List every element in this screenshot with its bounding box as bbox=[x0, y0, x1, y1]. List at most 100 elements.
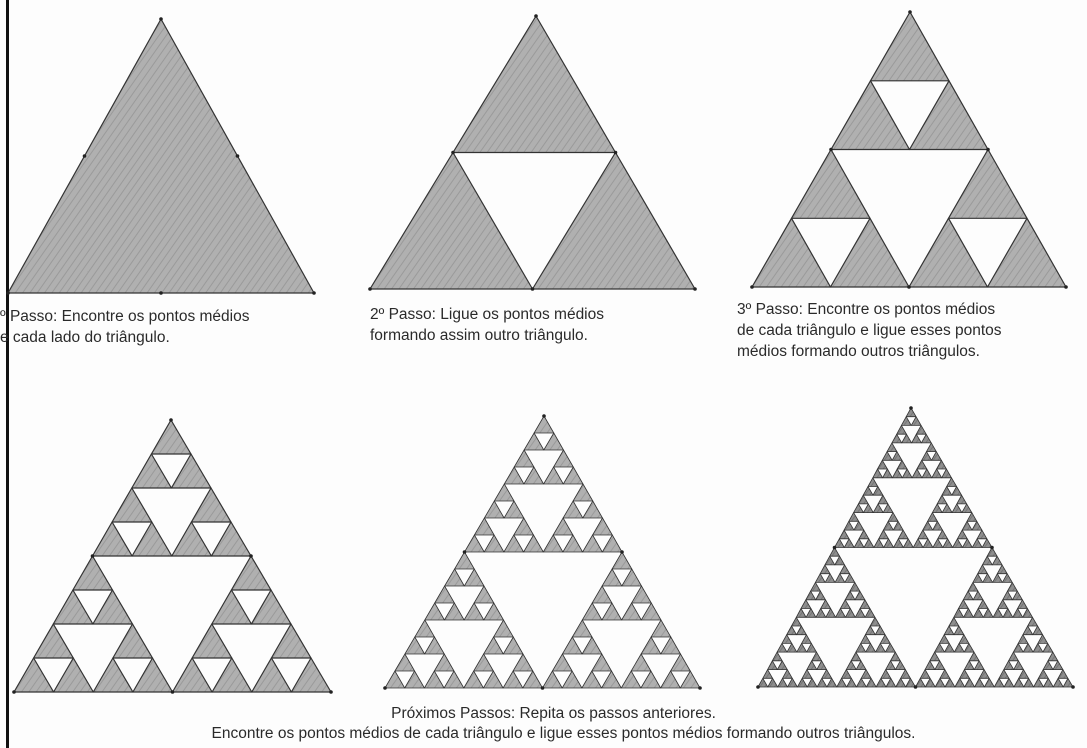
step-3-caption: 3º Passo: Encontre os pontos médios de c… bbox=[737, 299, 1002, 362]
filled-triangle bbox=[942, 504, 952, 513]
filled-triangle bbox=[483, 671, 503, 688]
filled-triangle bbox=[385, 671, 405, 688]
filled-triangle bbox=[523, 671, 543, 688]
filled-triangle bbox=[992, 556, 1002, 565]
filled-triangle bbox=[978, 565, 988, 574]
filled-triangle bbox=[821, 600, 831, 609]
midpoint-dot bbox=[614, 151, 618, 155]
filled-triangle bbox=[651, 620, 671, 637]
filled-triangle bbox=[524, 467, 544, 484]
filled-triangle bbox=[894, 539, 904, 548]
filled-triangle bbox=[873, 504, 883, 513]
filled-triangle bbox=[1033, 626, 1043, 635]
filled-triangle bbox=[886, 661, 896, 670]
triangle-step-2 bbox=[368, 14, 697, 291]
filled-triangle bbox=[837, 678, 847, 687]
filled-triangle bbox=[860, 600, 870, 609]
filled-triangle bbox=[641, 603, 661, 620]
step-3-caption-line-1: 3º Passo: Encontre os pontos médios bbox=[737, 299, 1002, 320]
triangle-step-4 bbox=[12, 418, 333, 694]
filled-triangle bbox=[917, 460, 927, 469]
filled-triangle bbox=[534, 416, 554, 433]
filled-triangle bbox=[93, 590, 133, 624]
filled-triangle bbox=[807, 661, 817, 670]
filled-triangle bbox=[1008, 582, 1018, 591]
midpoint-dot bbox=[6, 291, 10, 295]
filled-triangle bbox=[212, 590, 252, 624]
filled-triangle bbox=[858, 495, 868, 504]
filled-triangle bbox=[802, 670, 812, 679]
filled-triangle bbox=[835, 539, 845, 548]
filled-triangle bbox=[998, 600, 1008, 609]
filled-triangle bbox=[797, 626, 807, 635]
filled-triangle bbox=[949, 150, 1028, 219]
filled-triangle bbox=[922, 452, 932, 461]
filled-triangle bbox=[932, 469, 942, 478]
filled-triangle bbox=[817, 678, 827, 687]
filled-triangle bbox=[1014, 678, 1024, 687]
filled-triangle bbox=[405, 671, 425, 688]
filled-triangle bbox=[954, 643, 964, 652]
filled-triangle bbox=[873, 487, 883, 496]
filled-triangle bbox=[959, 600, 969, 609]
filled-triangle bbox=[1038, 635, 1048, 644]
filled-triangle bbox=[1028, 617, 1038, 626]
filled-triangle bbox=[836, 609, 846, 618]
filled-triangle bbox=[930, 652, 940, 661]
filled-triangle bbox=[935, 643, 945, 652]
filled-triangle bbox=[974, 661, 984, 670]
filled-triangle bbox=[962, 521, 972, 530]
filled-triangle bbox=[882, 452, 892, 461]
filled-triangle bbox=[494, 620, 514, 637]
midpoint-dot bbox=[542, 414, 546, 418]
filled-triangle bbox=[132, 454, 172, 488]
filled-triangle bbox=[864, 539, 874, 548]
filled-triangle bbox=[752, 218, 831, 287]
filled-triangle bbox=[777, 661, 787, 670]
filled-triangle bbox=[972, 521, 982, 530]
filled-triangle bbox=[964, 643, 974, 652]
filled-triangle bbox=[973, 609, 983, 618]
filled-triangle bbox=[811, 582, 821, 591]
filled-triangle bbox=[897, 460, 907, 469]
filled-triangle bbox=[661, 671, 681, 688]
midpoint-dot bbox=[169, 418, 173, 422]
filled-triangle bbox=[563, 535, 583, 552]
filled-triangle bbox=[973, 574, 983, 583]
filled-triangle bbox=[544, 433, 564, 450]
filled-triangle bbox=[425, 603, 445, 620]
step-1-caption-line-2: e cada lado do triângulo. bbox=[0, 327, 250, 348]
filled-triangle bbox=[888, 513, 898, 522]
filled-triangle bbox=[211, 522, 251, 556]
next-steps-line-2: Encontre os pontos médios de cada triâng… bbox=[0, 724, 1087, 744]
filled-triangle bbox=[782, 635, 792, 644]
filled-triangle bbox=[1038, 670, 1048, 679]
filled-triangle bbox=[896, 678, 906, 687]
filled-triangle bbox=[592, 654, 612, 671]
midpoint-dot bbox=[171, 690, 175, 694]
filled-triangle bbox=[979, 670, 989, 679]
filled-triangle bbox=[455, 552, 475, 569]
filled-triangle bbox=[464, 569, 484, 586]
filled-triangle bbox=[807, 643, 817, 652]
filled-triangle bbox=[918, 530, 928, 539]
filled-triangle bbox=[622, 603, 642, 620]
filled-triangle bbox=[93, 522, 133, 556]
filled-triangle bbox=[822, 670, 832, 679]
filled-triangle bbox=[993, 574, 1003, 583]
step-3-caption-line-2: de cada triângulo e ligue esses pontos bbox=[737, 320, 1002, 341]
filled-triangle bbox=[964, 661, 974, 670]
filled-triangle bbox=[464, 671, 484, 688]
filled-triangle bbox=[978, 600, 988, 609]
filled-triangle bbox=[994, 678, 1004, 687]
filled-triangle bbox=[1044, 678, 1054, 687]
filled-triangle bbox=[612, 552, 632, 569]
filled-triangle bbox=[892, 452, 902, 461]
filled-triangle bbox=[533, 153, 696, 290]
filled-triangle bbox=[963, 591, 973, 600]
filled-triangle bbox=[927, 443, 937, 452]
filled-triangle bbox=[602, 603, 622, 620]
filled-triangle bbox=[592, 586, 612, 603]
triangle-step-1 bbox=[6, 17, 316, 295]
